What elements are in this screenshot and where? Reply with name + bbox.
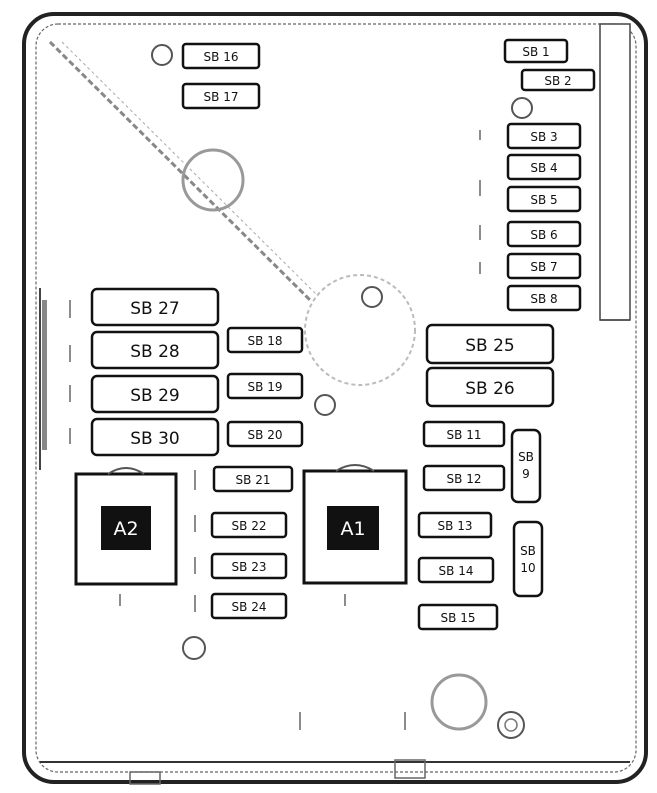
fuse-sb12: SB 12 <box>422 464 506 492</box>
relay-a2-label: A2 <box>113 518 138 540</box>
fuse-sb6: SB 6 <box>506 220 582 248</box>
fuse-sb9-label-line1: SB <box>518 450 534 464</box>
fuse-sb4: SB 4 <box>506 153 582 181</box>
fuse-sb9-label-line2: 9 <box>522 467 530 481</box>
housing-outline <box>22 12 648 784</box>
fuse-sb29: SB 29 <box>90 374 220 414</box>
fuse-sb4-label: SB 4 <box>530 161 557 175</box>
mounting-hole-top <box>151 44 173 66</box>
fuse-sb12-label: SB 12 <box>447 472 482 486</box>
fuse-sb13: SB 13 <box>417 511 493 539</box>
fuse-sb28-label: SB 28 <box>130 342 180 362</box>
fuse-sb20-label: SB 20 <box>248 428 283 442</box>
fuse-sb22: SB 22 <box>210 511 288 539</box>
fuse-sb28: SB 28 <box>90 330 220 370</box>
right-side-strip <box>599 23 631 321</box>
fuse-sb10-label-line1: SB <box>520 544 536 558</box>
fuse-sb18: SB 18 <box>226 326 304 354</box>
fuse-sb13-label: SB 13 <box>438 519 473 533</box>
fuse-sb25: SB 25 <box>425 323 555 365</box>
fuse-sb19: SB 19 <box>226 372 304 400</box>
center-boss <box>304 274 416 386</box>
relay-a1-label-plate <box>327 506 379 550</box>
fuse-sb10-label-line2: 10 <box>520 561 535 575</box>
fuse-sb10: SB 10 <box>512 520 544 598</box>
fuse-sb3: SB 3 <box>506 122 582 150</box>
fuse-sb7-label: SB 7 <box>530 260 557 274</box>
fuse-sb8: SB 8 <box>506 284 582 312</box>
fuse-sb26: SB 26 <box>425 366 555 408</box>
fuse-sb17-label: SB 17 <box>204 90 239 104</box>
relay-a1-label: A1 <box>340 518 365 540</box>
mounting-circle-large-top <box>181 148 245 212</box>
fuse-sb1-label: SB 1 <box>522 45 549 59</box>
fuse-sb27: SB 27 <box>90 287 220 327</box>
center-hole <box>361 286 383 308</box>
fuse-sb23-label: SB 23 <box>232 560 267 574</box>
fuse-sb24-label: SB 24 <box>232 600 267 614</box>
fuse-sb7: SB 7 <box>506 252 582 280</box>
mounting-hole-bottom-left <box>182 636 206 660</box>
fuse-sb20: SB 20 <box>226 420 304 448</box>
fuse-sb19-label: SB 19 <box>248 380 283 394</box>
fuse-sb5-label: SB 5 <box>530 193 557 207</box>
fuse-sb27-label: SB 27 <box>130 299 180 319</box>
fuse-sb2-label: SB 2 <box>544 74 571 88</box>
fuse-sb22-label: SB 22 <box>232 519 267 533</box>
fuse-sb30-label: SB 30 <box>130 429 180 449</box>
center-hole-lower <box>314 394 336 416</box>
relay-a1: A1 <box>302 464 408 585</box>
fuse-sb21: SB 21 <box>212 465 294 493</box>
relay-a2: A2 <box>74 467 178 586</box>
fuse-sb11: SB 11 <box>422 420 506 448</box>
fuse-sb25-label: SB 25 <box>465 336 515 356</box>
fuse-sb2: SB 2 <box>520 68 596 92</box>
mounting-hole-bottom-right <box>497 711 525 739</box>
fuse-sb8-label: SB 8 <box>530 292 557 306</box>
fuse-sb26-label: SB 26 <box>465 379 515 399</box>
diagonal-rib <box>48 40 312 302</box>
fuse-sb23: SB 23 <box>210 552 288 580</box>
relay-a2-label-plate <box>101 506 151 550</box>
fuse-sb14-label: SB 14 <box>439 564 474 578</box>
fuse-sb9: SB 9 <box>510 428 542 504</box>
fuse-sb24: SB 24 <box>210 592 288 620</box>
fuse-sb5: SB 5 <box>506 185 582 213</box>
fuse-sb17: SB 17 <box>181 82 261 110</box>
fuse-sb14: SB 14 <box>417 556 495 584</box>
fuse-sb29-label: SB 29 <box>130 386 180 406</box>
fuse-sb21-label: SB 21 <box>236 473 271 487</box>
fuse-sb16-label: SB 16 <box>204 50 239 64</box>
fuse-sb30: SB 30 <box>90 417 220 457</box>
fuse-sb18-label: SB 18 <box>248 334 283 348</box>
mounting-hole-right <box>511 97 533 119</box>
fuse-sb16: SB 16 <box>181 42 261 70</box>
fuse-sb15: SB 15 <box>417 603 499 631</box>
fuse-sb15-label: SB 15 <box>441 611 476 625</box>
fuse-sb11-label: SB 11 <box>447 428 482 442</box>
fuse-sb1: SB 1 <box>503 38 569 64</box>
mounting-circle-large-bottom <box>430 673 488 731</box>
housing-inner-outline <box>35 23 637 773</box>
fuse-sb3-label: SB 3 <box>530 130 557 144</box>
fuse-sb6-label: SB 6 <box>530 228 557 242</box>
